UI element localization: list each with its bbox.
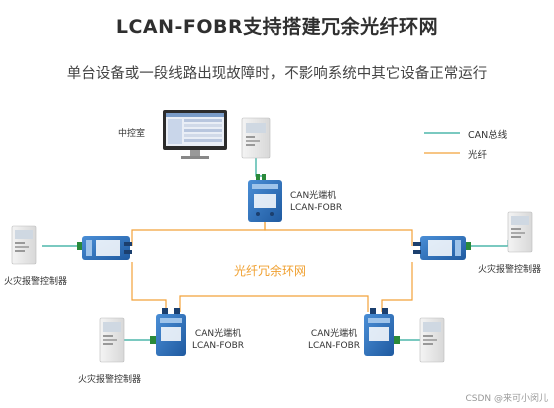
can-fiber-converter-right (413, 236, 471, 260)
diagram-title: LCAN-FOBR支持搭建冗余光纤环网 (115, 16, 439, 38)
can-fiber-converter-left (77, 236, 132, 260)
fire-panel-right-icon (507, 211, 533, 253)
fire-panel-left-label: 火灾报警控制器 (4, 277, 68, 287)
fire-panel-left-icon (11, 225, 37, 265)
control-room-label: 中控室 (118, 129, 146, 139)
legend-fiber-label: 光纤 (468, 150, 488, 161)
device-bottom-right-model: LCAN-FOBR (307, 341, 361, 351)
monitor-icon (163, 110, 227, 159)
watermark: CSDN @来可小闵儿 (465, 394, 548, 404)
device-top-model: LCAN-FOBR (290, 203, 343, 213)
device-bottom-right-name: CAN光端机 (310, 329, 358, 339)
device-bottom-left-model: LCAN-FOBR (191, 341, 245, 351)
device-bottom-right-label: CAN光端机 LCAN-FOBR (294, 328, 374, 352)
can-fiber-converter-bottom-left (150, 308, 186, 356)
fire-panel-right-label: 火灾报警控制器 (478, 265, 542, 275)
fire-panel-bottom-label: 火灾报警控制器 (78, 375, 142, 385)
device-bottom-left-name: CAN光端机 (194, 329, 242, 339)
device-bottom-left-label: CAN光端机 LCAN-FOBR (178, 328, 258, 352)
fire-panel-bottom-right-icon (419, 317, 445, 363)
can-fiber-converter-bottom-right (364, 308, 400, 356)
legend-can-label: CAN总线 (468, 130, 508, 141)
fiber-ring (131, 222, 413, 312)
diagram-subtitle: 单台设备或一段线路出现故障时，不影响系统中其它设备正常运行 (66, 66, 488, 82)
can-fiber-converter-top (248, 174, 282, 222)
device-top-label: CAN光端机 LCAN-FOBR (290, 190, 342, 214)
control-cabinet-icon (241, 117, 271, 159)
fire-panel-bottom-left-icon (99, 317, 125, 363)
device-top-name: CAN光端机 (290, 191, 337, 201)
fiber-ring-label: 光纤冗余环网 (233, 264, 306, 278)
